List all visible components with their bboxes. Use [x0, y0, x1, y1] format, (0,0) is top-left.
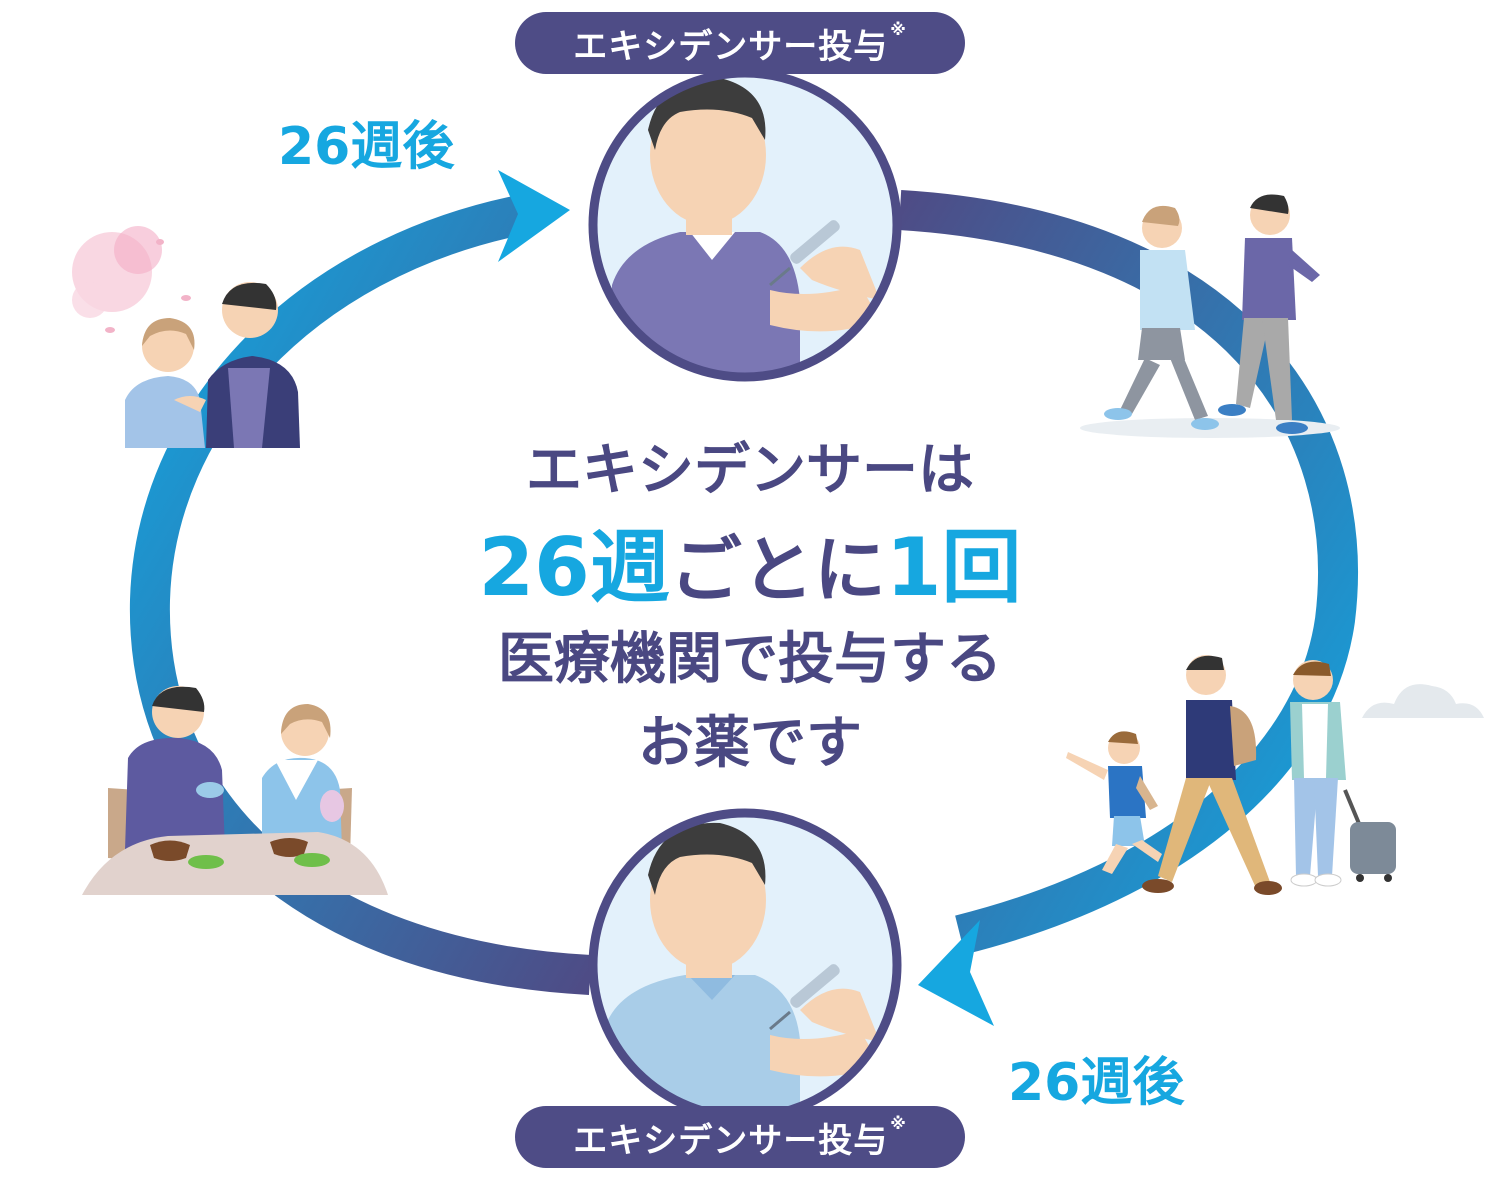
dining-couple-icon: [82, 686, 388, 895]
center-accent-weeks: 26週: [478, 521, 670, 614]
arrow-head-top-icon: [498, 170, 570, 262]
center-line-4: お薬です: [638, 711, 862, 776]
center-accent-once: 1回: [885, 521, 1022, 614]
top-note-mark: ※: [890, 19, 907, 39]
center-line-2-mid: ごとに: [669, 528, 886, 612]
bottom-note-mark: ※: [890, 1113, 907, 1133]
cherry-blossom-couple-icon: [72, 226, 300, 448]
walking-couple-icon: [1080, 194, 1340, 438]
injection-scene-icon: [588, 68, 902, 382]
center-line-2: 26週ごとに1回: [400, 528, 1100, 608]
bottom-administration-label: エキシデンサー投与※: [515, 1106, 965, 1168]
interval-label-left: 26週後: [278, 117, 455, 177]
ring-arc-bottom-left: [129, 195, 592, 995]
top-administration-text: エキシデンサー投与: [573, 26, 889, 67]
top-administration-label: エキシデンサー投与※: [515, 12, 965, 74]
center-line-1: エキシデンサーは: [526, 438, 974, 503]
arrow-head-bottom-icon: [918, 920, 994, 1026]
bottom-administration-text: エキシデンサー投与: [573, 1120, 889, 1161]
cloud-icon: [1362, 684, 1484, 718]
center-line-3: 医療機関で投与する: [498, 627, 1002, 692]
family-travel-icon: [1066, 655, 1396, 895]
interval-label-right: 26週後: [1008, 1053, 1185, 1113]
injection-scene-icon: [588, 808, 902, 1122]
